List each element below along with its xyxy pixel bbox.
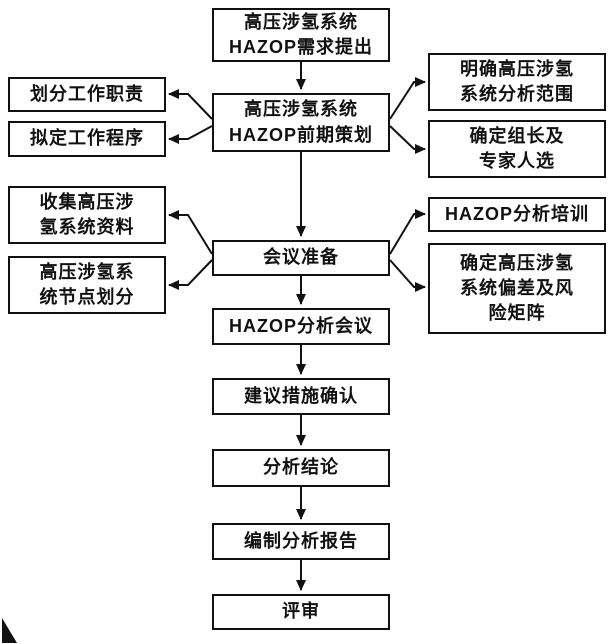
node-preliminary-planning: 高压涉氢系统 HAZOP前期策划 — [212, 93, 390, 152]
node-leader-experts: 确定组长及 专家人选 — [428, 120, 606, 178]
node-deviation-risk-matrix: 确定高压涉氢 系统偏差及风 险矩阵 — [428, 243, 606, 334]
arrow-prep-to-training — [389, 209, 426, 255]
node-analysis-meeting: HAZOP分析会议 — [212, 308, 390, 345]
node-review: 评审 — [212, 594, 390, 630]
node-meeting-preparation: 会议准备 — [212, 240, 390, 276]
node-report-compilation: 编制分析报告 — [212, 523, 390, 560]
node-measures-confirmation: 建议措施确认 — [212, 378, 390, 415]
arrow-prep-to-node-division — [168, 259, 213, 290]
corner-scan-artifact — [2, 618, 17, 643]
arrow-planning-to-leader-experts — [389, 125, 426, 154]
node-hazop-training: HAZOP分析培训 — [428, 197, 606, 232]
node-work-duties: 划分工作职责 — [8, 77, 166, 112]
node-collect-data: 收集高压涉 氢系统资料 — [8, 186, 166, 244]
node-requirement-proposal: 高压涉氢系统 HAZOP需求提出 — [212, 8, 390, 62]
node-analysis-conclusion: 分析结论 — [212, 449, 390, 487]
arrow-prep-to-risk-matrix — [389, 259, 426, 292]
arrow-prep-to-collect-data — [168, 210, 213, 255]
node-node-division: 高压涉氢系 统节点划分 — [8, 256, 166, 314]
node-analysis-scope: 明确高压涉氢 系统分析范围 — [428, 53, 606, 111]
arrow-planning-to-duties — [168, 89, 213, 120]
arrow-planning-to-procedures — [168, 125, 213, 144]
arrow-planning-to-scope — [389, 77, 426, 120]
node-work-procedures: 拟定工作程序 — [8, 121, 166, 157]
